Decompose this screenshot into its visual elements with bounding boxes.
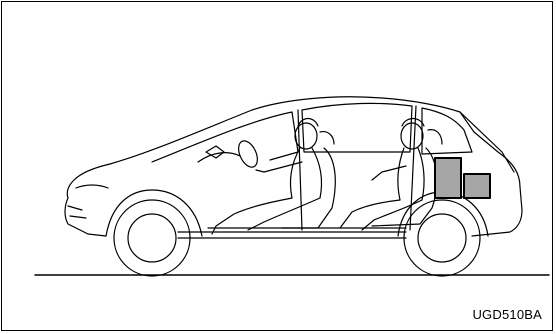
front-wheel [106, 190, 202, 276]
steering-wheel [198, 138, 261, 170]
cargo-box-small [464, 174, 490, 198]
rear-passenger-figure [340, 119, 442, 231]
figure-code-label: UGD510BA [472, 307, 542, 322]
driver-figure [212, 119, 335, 235]
cargo-box-large [435, 158, 461, 198]
cargo-boxes [435, 158, 490, 198]
